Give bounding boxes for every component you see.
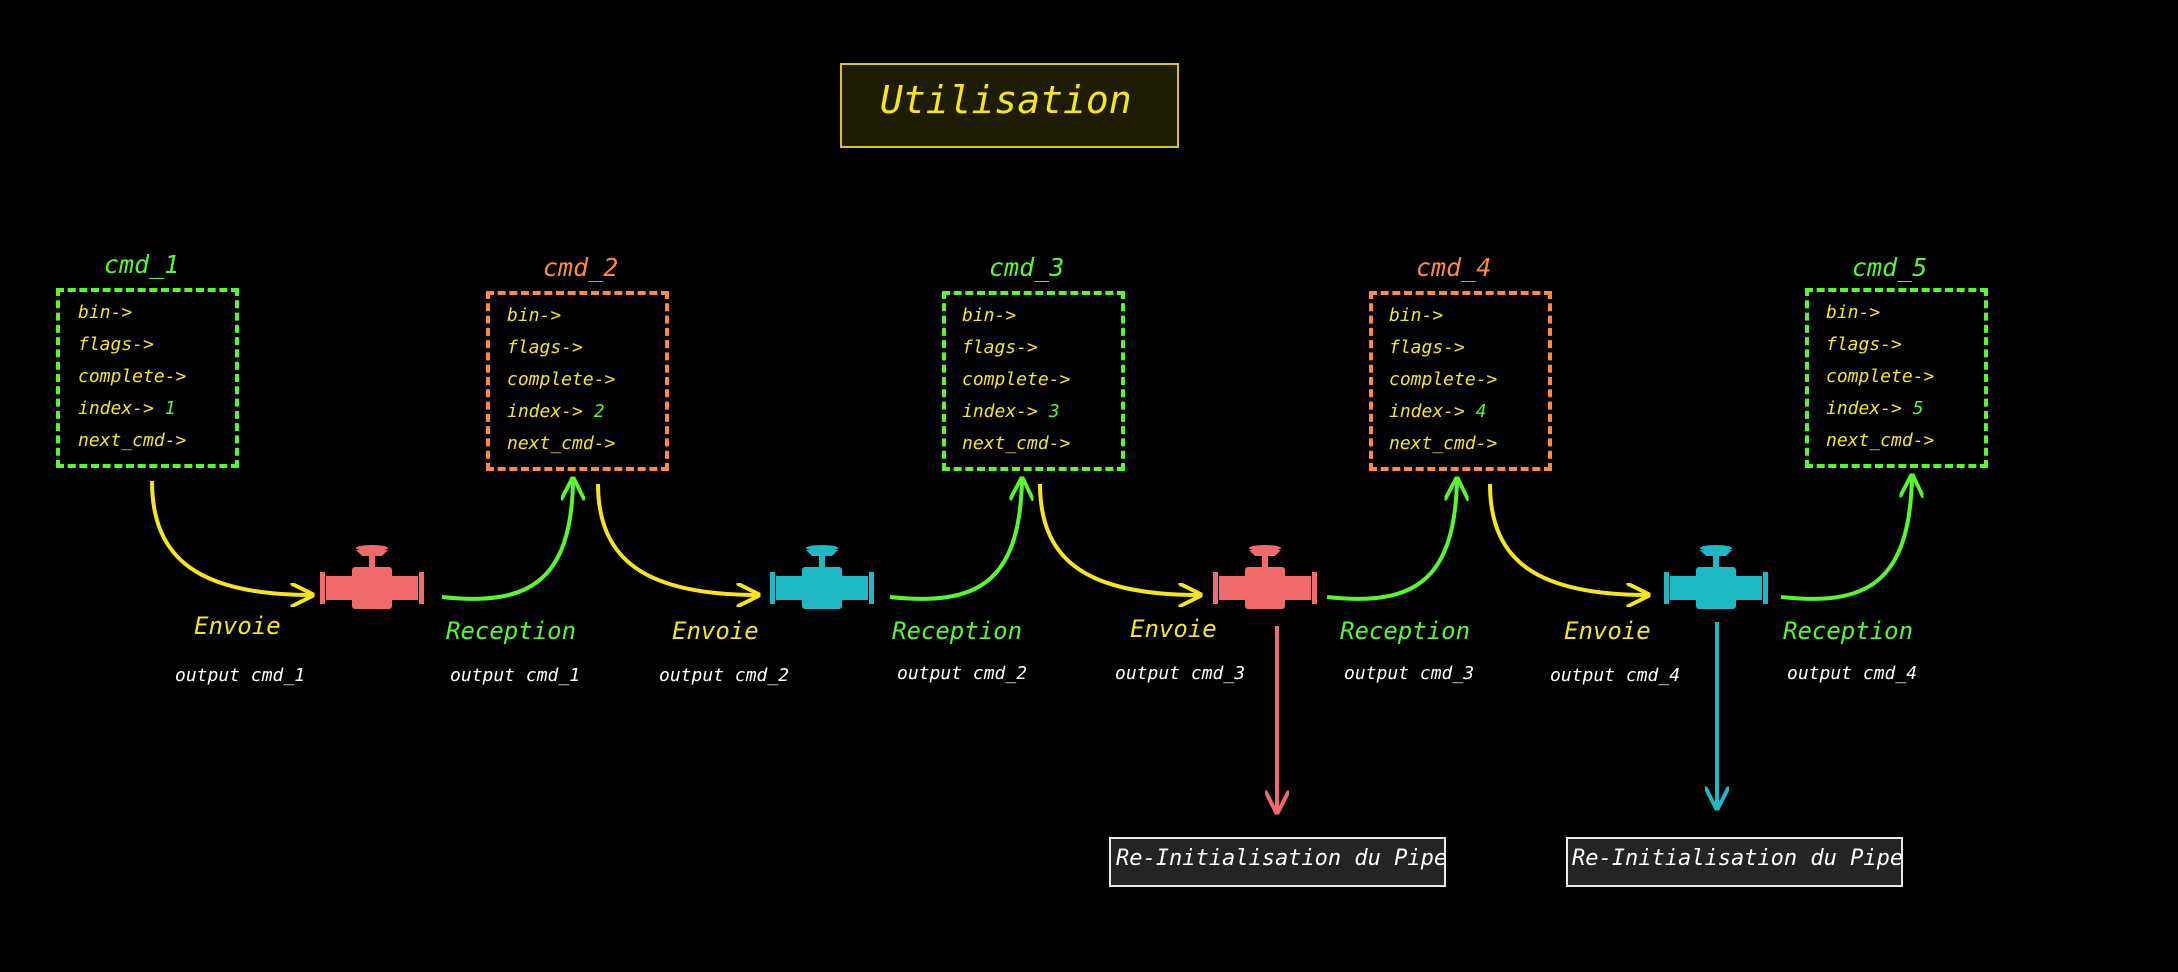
cmd-1-field-flags: flags-> (78, 334, 154, 355)
cmd-1-field-bin: bin-> (78, 302, 133, 323)
cmd-1-struct-box (56, 288, 239, 468)
cmd-3-field-complete: complete-> (962, 369, 1071, 390)
receive-output-2: output cmd_2 (897, 663, 1028, 684)
cmd-1-field-next-cmd: next_cmd-> (78, 430, 187, 451)
cmd-3-label: cmd_3 (989, 253, 1065, 282)
cmd-2-field-next-cmd: next_cmd-> (507, 433, 616, 454)
cmd-2-field-bin: bin-> (507, 305, 562, 326)
cmd-1-field-complete: complete-> (78, 366, 187, 387)
cmd-5-struct-box (1805, 288, 1988, 468)
cmd-3-field-bin: bin-> (962, 305, 1017, 326)
receive-arrow-1 (441, 479, 573, 601)
cmd-1-label: cmd_1 (104, 250, 180, 279)
cmd-3-field-index: index-> 3 (962, 401, 1060, 422)
send-output-2: output cmd_2 (659, 665, 790, 686)
reinit-label-red: Re-Initialisation du Pipe (1116, 846, 1448, 871)
send-arrow-3 (1038, 483, 1200, 595)
cmd-4-field-flags: flags-> (1389, 337, 1465, 358)
cmd-2-field-flags: flags-> (507, 337, 583, 358)
cmd-1-field-index: index-> 1 (78, 398, 176, 419)
cmd-2-field-complete: complete-> (507, 369, 616, 390)
receive-output-1: output cmd_1 (450, 665, 581, 686)
cmd-5-field-flags: flags-> (1826, 334, 1902, 355)
cmd-3-index-value: 3 (1048, 401, 1060, 422)
cmd-4-index-value: 4 (1475, 401, 1487, 422)
cmd-5-field-next-cmd: next_cmd-> (1826, 430, 1935, 451)
receive-arrow-3 (1326, 479, 1457, 601)
cmd-5-label: cmd_5 (1852, 253, 1928, 282)
cmd-5-field-index: index-> 5 (1826, 398, 1924, 419)
cmd-3-struct-box (942, 291, 1125, 471)
cmd-2-label: cmd_2 (543, 253, 619, 282)
receive-arrow-4 (1780, 476, 1912, 601)
receive-label-1: Reception (446, 617, 577, 645)
cmd-1-index-value: 1 (164, 398, 176, 419)
receive-output-4: output cmd_4 (1787, 663, 1918, 684)
receive-output-3: output cmd_3 (1344, 663, 1475, 684)
cmd-3-field-flags: flags-> (962, 337, 1038, 358)
page-title: Utilisation (880, 78, 1132, 122)
cmd-4-struct-box (1369, 291, 1552, 471)
cmd-4-field-bin: bin-> (1389, 305, 1444, 326)
receive-label-2: Reception (892, 617, 1023, 645)
send-label-2: Envoie (672, 617, 759, 645)
reinit-box-red (1109, 837, 1446, 887)
send-label-4: Envoie (1564, 617, 1651, 645)
cmd-5-field-complete: complete-> (1826, 366, 1935, 387)
receive-label-3: Reception (1340, 617, 1471, 645)
cmd-4-field-index: index-> 4 (1389, 401, 1487, 422)
send-arrow-4 (1488, 483, 1648, 595)
send-label-1: Envoie (194, 612, 281, 640)
cmd-2-index-value: 2 (593, 401, 605, 422)
send-output-4: output cmd_4 (1550, 665, 1681, 686)
valve-icon-cyan-4 (1664, 545, 1768, 609)
send-arrow-2 (596, 483, 758, 595)
valve-icon-cyan-2 (770, 545, 874, 609)
receive-label-4: Reception (1783, 617, 1914, 645)
send-arrow-1 (150, 480, 312, 595)
cmd-3-field-next-cmd: next_cmd-> (962, 433, 1071, 454)
cmd-4-field-next-cmd: next_cmd-> (1389, 433, 1498, 454)
send-output-3: output cmd_3 (1115, 663, 1246, 684)
cmd-5-field-bin: bin-> (1826, 302, 1881, 323)
cmd-2-struct-box (486, 291, 669, 471)
cmd-4-label: cmd_4 (1416, 253, 1492, 282)
cmd-4-field-complete: complete-> (1389, 369, 1498, 390)
cmd-5-index-value: 5 (1912, 398, 1924, 419)
receive-arrow-2 (889, 479, 1022, 601)
cmd-2-field-index: index-> 2 (507, 401, 605, 422)
title-box (840, 63, 1179, 148)
reinit-box-cyan (1566, 837, 1903, 887)
send-output-1: output cmd_1 (175, 665, 306, 686)
send-label-3: Envoie (1130, 615, 1217, 643)
valve-icon-red-3 (1213, 545, 1317, 609)
valve-icon-red-1 (320, 545, 424, 609)
reinit-label-cyan: Re-Initialisation du Pipe (1572, 846, 1904, 871)
